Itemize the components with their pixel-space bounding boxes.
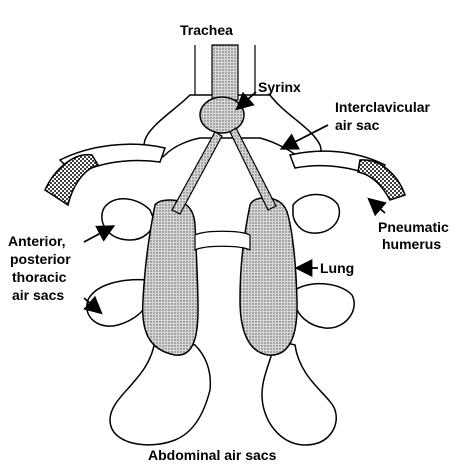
label-anterior-4: air sacs: [12, 287, 64, 303]
humerus-arrow: [367, 197, 387, 217]
label-anterior-3: thoracic: [12, 269, 67, 285]
syrinx: [199, 96, 245, 134]
syrinx-arrow: [235, 91, 257, 111]
label-trachea: Trachea: [180, 22, 233, 38]
bronchus-left: [171, 131, 223, 215]
lung-right: [239, 197, 298, 356]
label-pneumatic-1: Pneumatic: [378, 219, 449, 235]
anterior-sac-arrow: [83, 225, 116, 243]
central-connector: [194, 230, 251, 251]
label-lung: Lung: [320, 260, 354, 276]
posterior-sac-arrow: [83, 295, 103, 315]
label-interclavicular-1: Interclavicular: [335, 99, 430, 115]
humerus-left: [44, 153, 100, 207]
trachea: [211, 44, 239, 101]
bronchus-right: [229, 127, 277, 211]
posterior-thoracic-air-sac-right: [294, 282, 355, 329]
label-anterior-1: Anterior,: [8, 233, 66, 249]
interclavicular-arrow: [279, 124, 329, 150]
label-anterior-2: posterior: [10, 251, 71, 267]
label-syrinx: Syrinx: [258, 79, 301, 95]
label-pneumatic-2: humerus: [382, 236, 441, 252]
label-interclavicular-2: air sac: [335, 117, 380, 133]
abdominal-air-sac-right: [261, 339, 337, 446]
label-abdominal: Abdominal air sacs: [148, 447, 277, 463]
humerus-right: [357, 159, 406, 201]
anterior-thoracic-air-sac-right: [292, 193, 341, 234]
abdominal-air-sac-left: [109, 339, 212, 446]
lung-left: [141, 199, 199, 356]
posterior-thoracic-air-sac-left: [86, 278, 151, 327]
anterior-thoracic-air-sac-left: [101, 198, 156, 241]
